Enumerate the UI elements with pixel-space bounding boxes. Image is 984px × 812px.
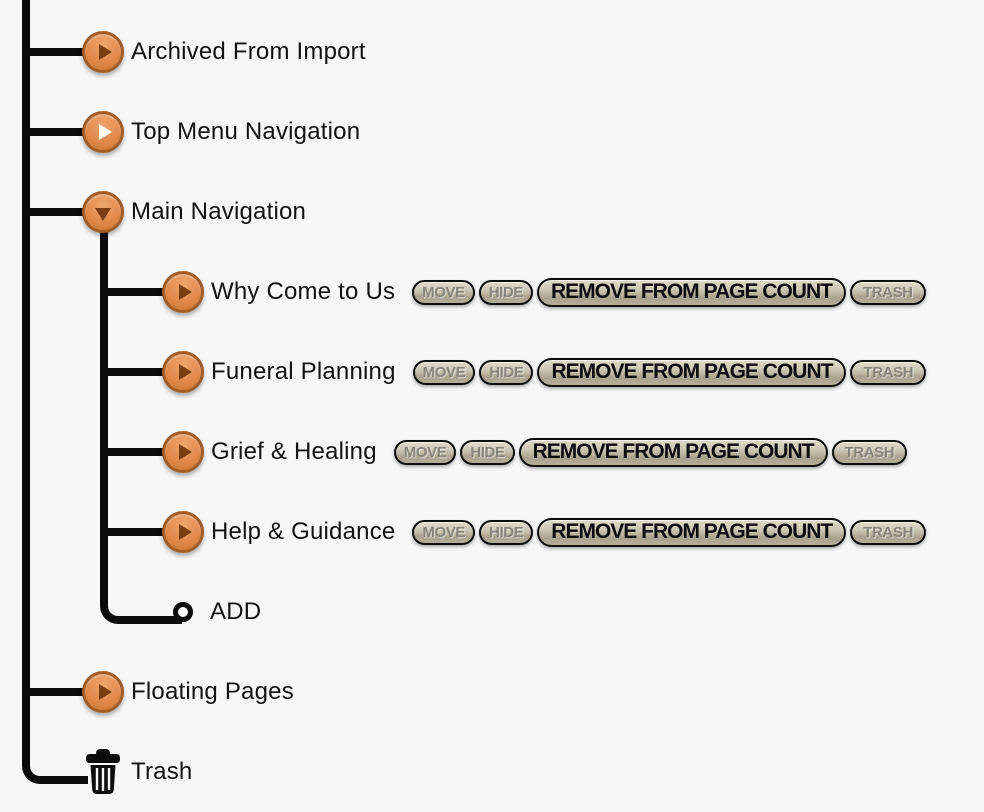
page-label[interactable]: Main Navigation [131, 198, 307, 225]
tree-branch-why-come [104, 288, 166, 296]
page-label[interactable]: Floating Pages [131, 678, 294, 705]
hide-button[interactable]: HIDE [460, 439, 515, 465]
expand-toggle[interactable] [82, 671, 124, 713]
tree-item-grief-and-healing: Grief & Healing MOVE HIDE REMOVE FROM PA… [162, 430, 908, 474]
tree-item-add[interactable]: ADD [173, 590, 261, 634]
tree-branch-archived [26, 48, 86, 56]
collapse-toggle[interactable] [82, 191, 124, 233]
expand-toggle[interactable] [162, 271, 204, 313]
tree-branch-floating [26, 688, 86, 696]
tree-item-funeral-planning: Funeral Planning MOVE HIDE REMOVE FROM P… [162, 350, 927, 394]
remove-from-page-count-button[interactable]: REMOVE FROM PAGE COUNT [537, 357, 847, 387]
page-actions: MOVE HIDE REMOVE FROM PAGE COUNT TRASH [412, 277, 926, 307]
arrow-right-icon [178, 524, 192, 540]
trash-icon[interactable] [84, 749, 122, 795]
arrow-down-icon [95, 207, 111, 221]
arrow-right-icon [98, 124, 112, 140]
hide-button[interactable]: HIDE [479, 359, 534, 385]
tree-branch-funeral [104, 368, 166, 376]
tree-line-main-nav-children [100, 212, 182, 624]
tree-item-help-and-guidance: Help & Guidance MOVE HIDE REMOVE FROM PA… [162, 510, 926, 554]
arrow-right-icon [178, 444, 192, 460]
trash-label[interactable]: Trash [131, 758, 193, 785]
add-label[interactable]: ADD [210, 598, 262, 625]
expand-toggle[interactable] [82, 31, 124, 73]
tree-item-archived-from-import: Archived From Import [82, 30, 366, 74]
expand-toggle[interactable] [162, 351, 204, 393]
tree-item-top-menu-navigation: Top Menu Navigation [82, 110, 360, 154]
tree-item-floating-pages: Floating Pages [82, 670, 294, 714]
page-label[interactable]: Grief & Healing [211, 438, 377, 465]
move-button[interactable]: MOVE [412, 359, 476, 385]
move-button[interactable]: MOVE [412, 279, 475, 305]
tree-item-trash: Trash [84, 749, 193, 795]
tree-branch-grief [104, 448, 166, 456]
tree-line-root [22, 0, 88, 784]
remove-from-page-count-button[interactable]: REMOVE FROM PAGE COUNT [537, 517, 847, 547]
remove-from-page-count-button[interactable]: REMOVE FROM PAGE COUNT [537, 277, 846, 307]
page-label[interactable]: Top Menu Navigation [131, 118, 361, 145]
move-button[interactable]: MOVE [412, 519, 476, 545]
page-actions: MOVE HIDE REMOVE FROM PAGE COUNT TRASH [412, 517, 926, 547]
trash-button[interactable]: TRASH [850, 359, 927, 385]
trash-button[interactable]: TRASH [849, 279, 926, 305]
arrow-right-icon [98, 684, 112, 700]
tree-branch-main-nav [26, 208, 86, 216]
move-button[interactable]: MOVE [393, 439, 457, 465]
page-label[interactable]: Help & Guidance [211, 518, 396, 545]
tree-item-why-come-to-us: Why Come to Us MOVE HIDE REMOVE FROM PAG… [162, 270, 926, 314]
page-label[interactable]: Funeral Planning [211, 358, 396, 385]
hide-button[interactable]: HIDE [479, 519, 534, 545]
arrow-right-icon [178, 284, 192, 300]
page-actions: MOVE HIDE REMOVE FROM PAGE COUNT TRASH [393, 437, 908, 467]
trash-button[interactable]: TRASH [850, 519, 926, 545]
arrow-right-icon [98, 44, 112, 60]
tree-item-main-navigation: Main Navigation [82, 190, 306, 234]
tree-branch-top-menu [26, 128, 86, 136]
trash-button[interactable]: TRASH [831, 439, 908, 465]
remove-from-page-count-button[interactable]: REMOVE FROM PAGE COUNT [518, 437, 828, 467]
expand-toggle[interactable] [82, 111, 124, 153]
page-label[interactable]: Why Come to Us [211, 278, 396, 305]
arrow-right-icon [178, 364, 192, 380]
add-bullet-icon[interactable] [173, 602, 193, 622]
expand-toggle[interactable] [162, 511, 204, 553]
tree-branch-help [104, 528, 166, 536]
page-label[interactable]: Archived From Import [131, 38, 366, 65]
hide-button[interactable]: HIDE [478, 279, 533, 305]
expand-toggle[interactable] [162, 431, 204, 473]
page-actions: MOVE HIDE REMOVE FROM PAGE COUNT TRASH [412, 357, 927, 387]
